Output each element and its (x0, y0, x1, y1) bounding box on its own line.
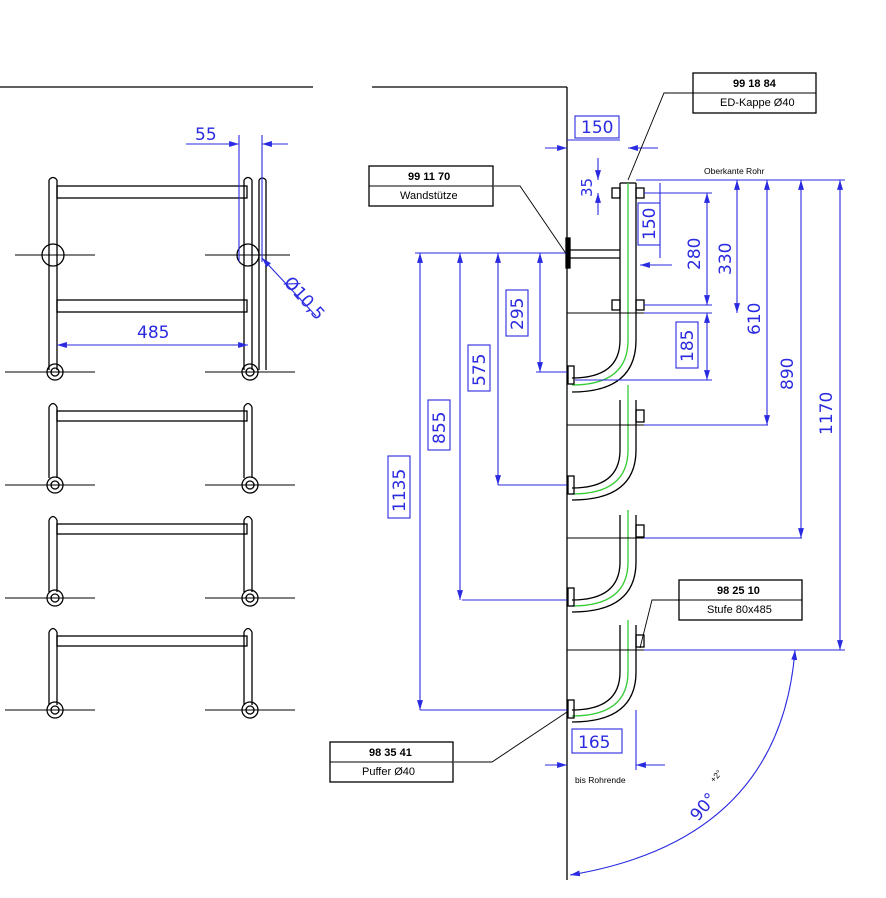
label-puffer: 98 35 41 Puffer Ø40 (329, 741, 454, 783)
label-ed-kappe: 99 18 84 ED-Kappe Ø40 (692, 72, 817, 114)
angle-90-text: 90° (687, 789, 722, 825)
label-puffer-text: Puffer Ø40 (362, 766, 415, 778)
dim-55: 55 (195, 125, 217, 145)
label-wandstuetze-text: Wandstütze (400, 190, 458, 202)
dim-1170: 1170 (817, 392, 837, 435)
label-stufe-text: Stufe 80x485 (707, 604, 772, 616)
dim-330: 330 (716, 243, 736, 275)
dimension-labels: 150 35 150 280 330 185 610 890 1170 295 … (387, 115, 837, 754)
note-oberkante: Oberkante Rohr (704, 166, 765, 176)
label-stufe-number: 98 25 10 (717, 585, 760, 597)
front-view: 55 Ø10,5 485 (0, 86, 328, 719)
front-lower-rails (5, 402, 295, 719)
label-puffer-number: 98 35 41 (369, 747, 412, 759)
dim-610: 610 (745, 303, 765, 335)
dim-1135: 1135 (390, 469, 410, 512)
note-rohrende: bis Rohrende (575, 775, 626, 785)
side-lower-rails (567, 385, 660, 723)
label-ed-kappe-text: ED-Kappe Ø40 (720, 97, 795, 109)
angle-90: 90° +2° (569, 649, 798, 877)
dim-tube-diameter: Ø10,5 (279, 273, 328, 324)
dim-150-top: 150 (581, 118, 613, 138)
label-wandstuetze-number: 99 11 70 (408, 171, 450, 183)
vertical-dimensions-left (417, 252, 543, 710)
label-stufe: 98 25 10 Stufe 80x485 (678, 579, 803, 621)
label-ed-kappe-number: 99 18 84 (733, 78, 777, 90)
dim-35: 35 (578, 178, 596, 197)
dim-575: 575 (470, 354, 490, 386)
front-upper-rails (5, 176, 295, 381)
dim-165: 165 (578, 733, 610, 753)
dim-855: 855 (430, 412, 450, 444)
dim-890: 890 (778, 358, 798, 390)
dim-150-vertical: 150 (640, 208, 660, 240)
label-wandstuetze: 99 11 70 Wandstütze (368, 165, 494, 207)
dim-295: 295 (508, 298, 528, 330)
dim-485: 485 (137, 323, 169, 343)
dim-185: 185 (678, 330, 698, 362)
side-view: 150 35 150 280 330 185 610 890 1170 295 … (329, 72, 845, 880)
dim-280: 280 (685, 238, 705, 270)
side-handrail (565, 182, 700, 393)
leader-lines (454, 92, 694, 763)
angle-tolerance: +2° (708, 768, 724, 784)
